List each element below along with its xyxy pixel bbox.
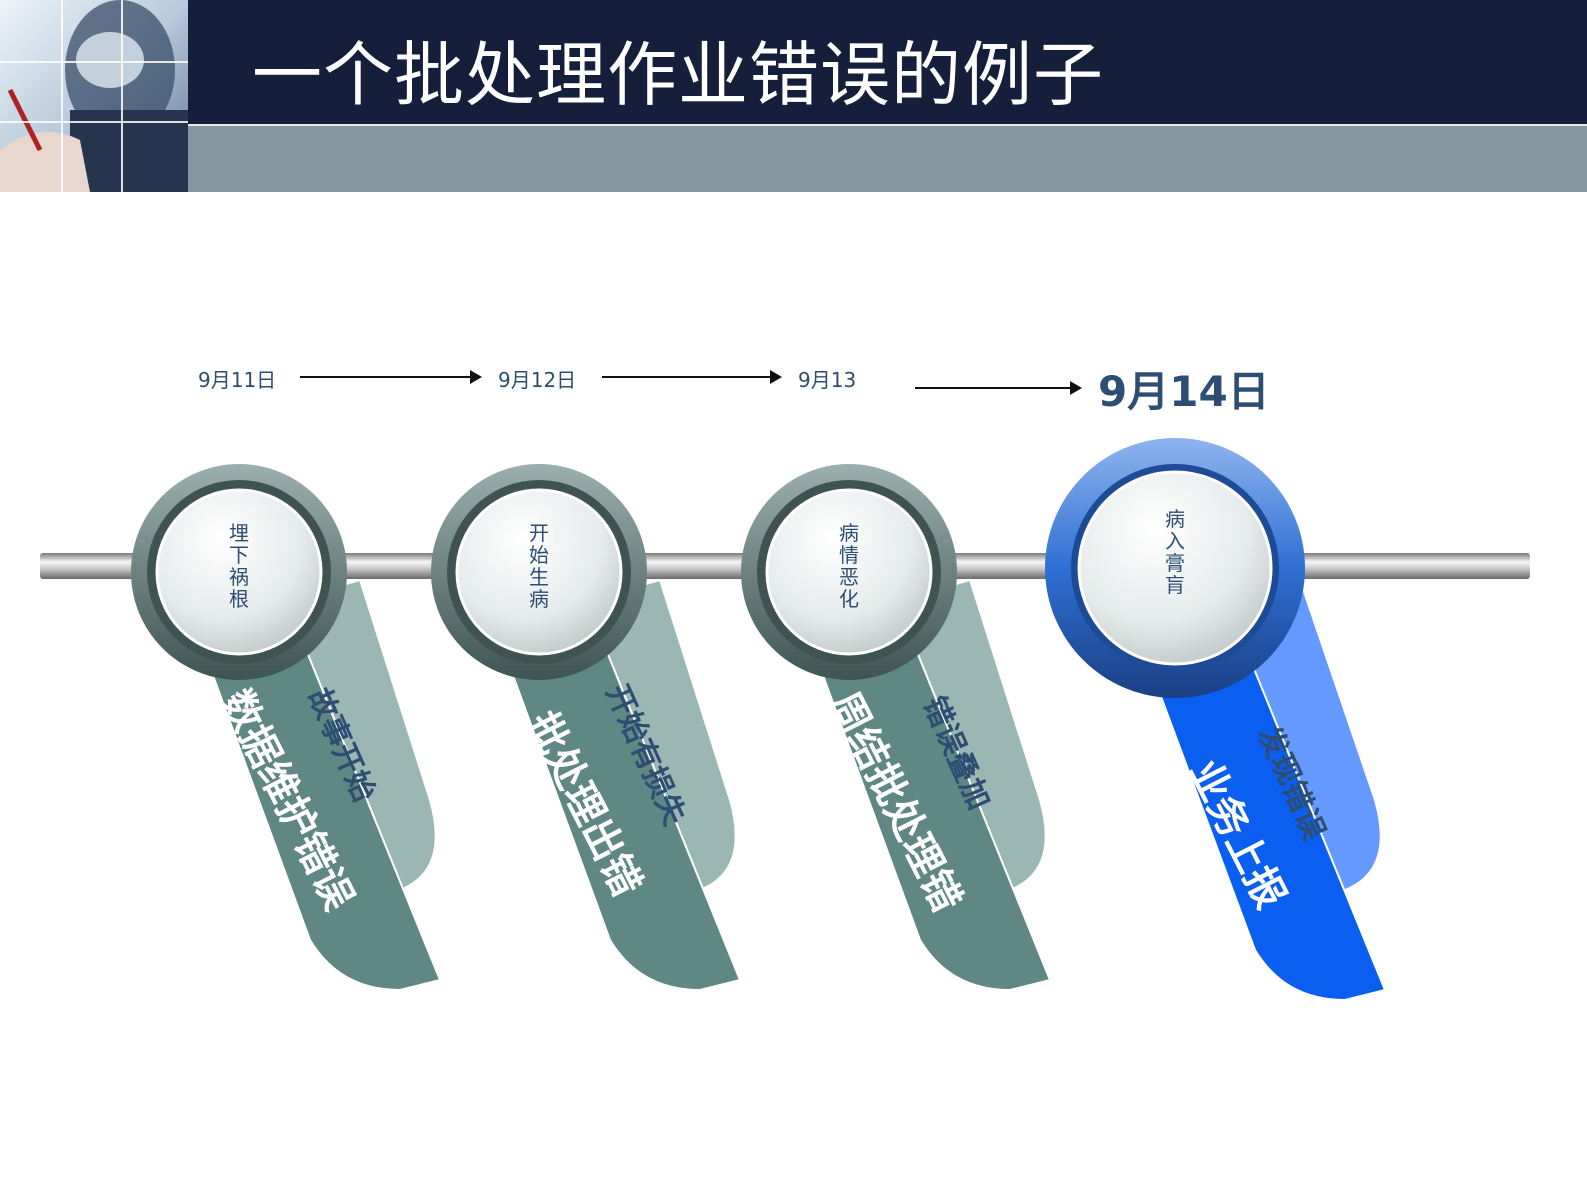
date-label-2: 9月12日 <box>498 368 577 392</box>
stage-1-inner-label: 埋下祸根 <box>229 521 249 611</box>
stage-2-inner-label: 开始生病 <box>529 521 549 611</box>
arrow-2 <box>602 370 782 384</box>
stage-1-tabs <box>198 578 442 992</box>
header-divider <box>188 124 1587 126</box>
stage-2-ring <box>431 464 647 680</box>
stage-3-inner-label: 病情恶化 <box>839 521 859 611</box>
page-title: 一个批处理作业错误的例子 <box>252 34 1104 116</box>
date-label-1: 9月11日 <box>198 368 277 392</box>
date-label-3: 9月13 <box>798 368 857 392</box>
arrow-1 <box>300 370 482 384</box>
stage-4-ring <box>1045 438 1305 698</box>
stage-3-tabs <box>808 578 1052 992</box>
stage-2-tabs <box>498 578 742 992</box>
date-label-4: 9月14日 <box>1098 367 1270 416</box>
stage-1-ring <box>131 464 347 680</box>
stage-4-inner-label: 病入膏肓 <box>1165 507 1185 597</box>
stage-3-ring <box>741 464 957 680</box>
header-band <box>188 126 1587 192</box>
header-bar <box>0 0 1587 124</box>
header-photo <box>0 0 188 192</box>
arrow-3 <box>915 381 1082 395</box>
